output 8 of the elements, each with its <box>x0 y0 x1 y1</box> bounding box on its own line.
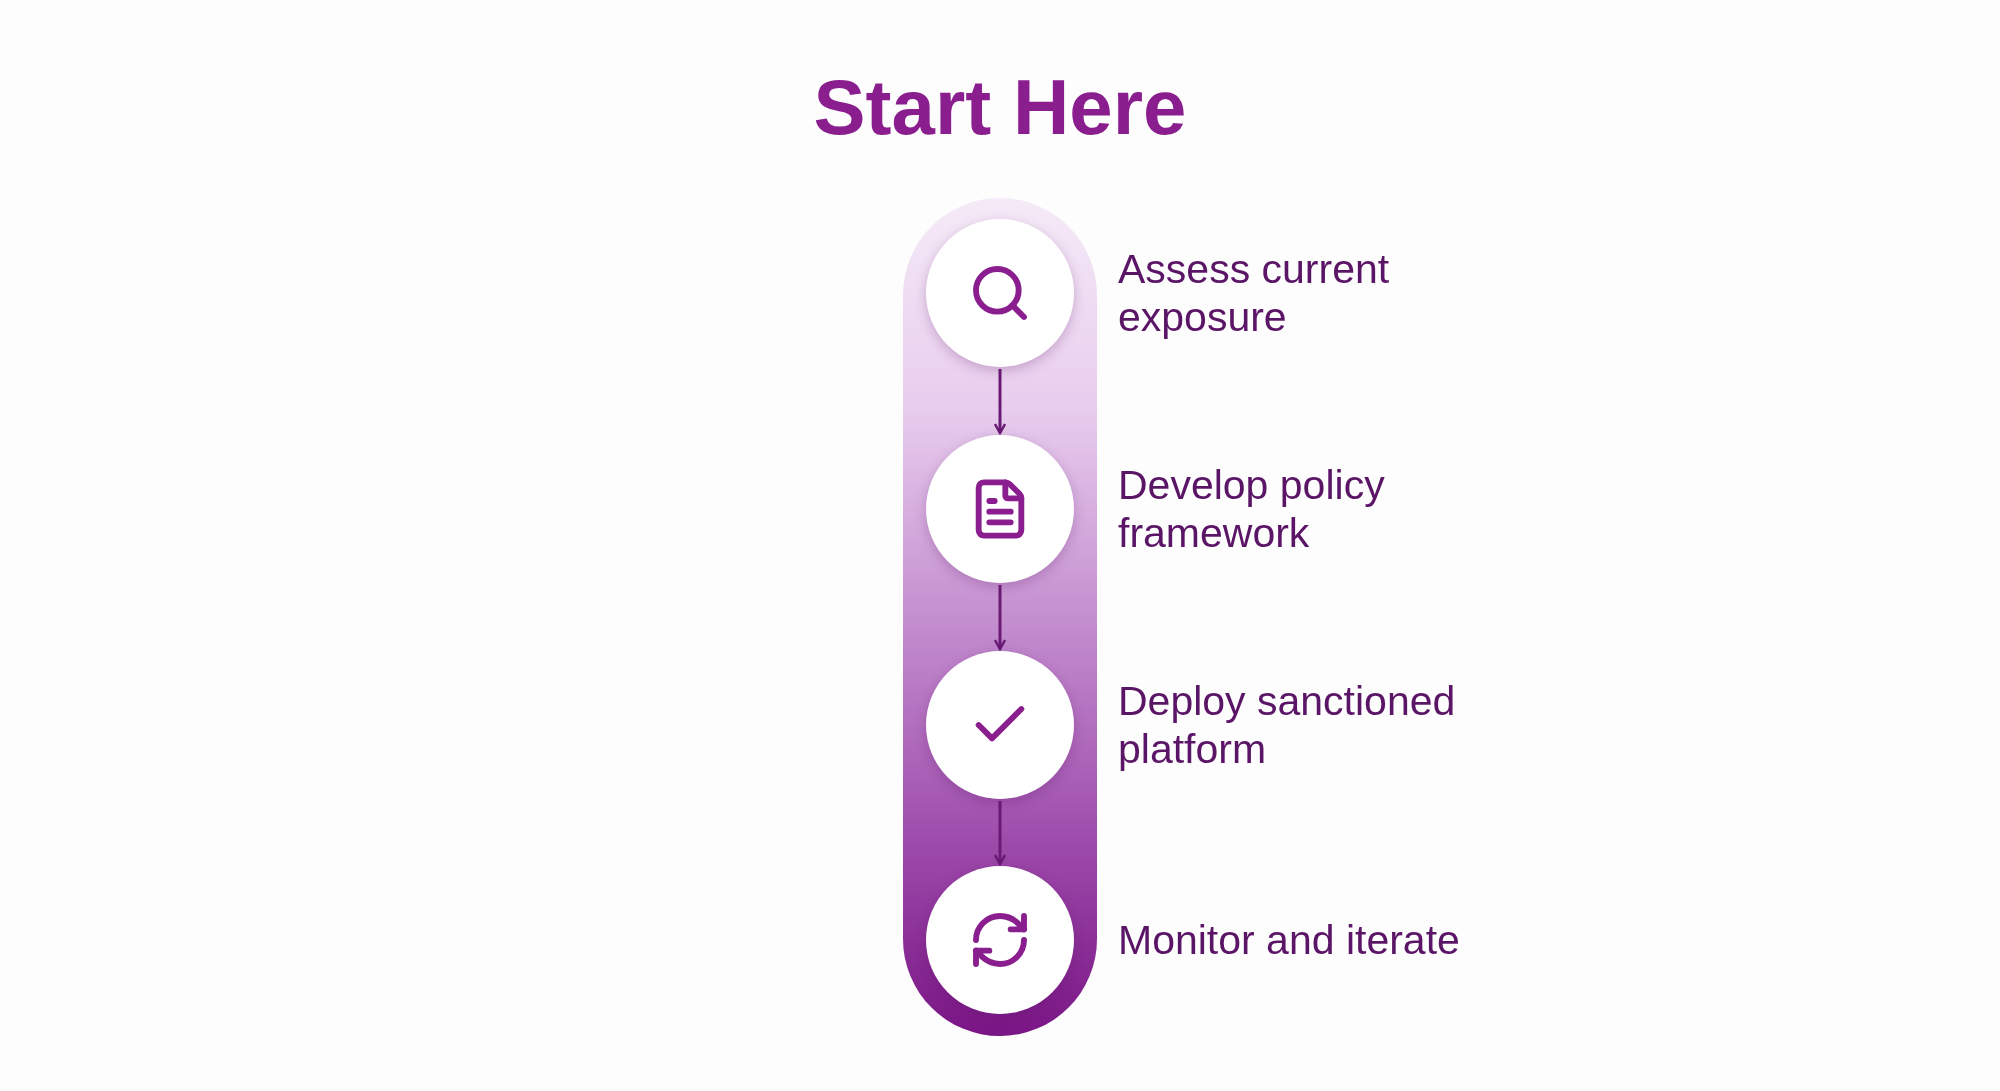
step-label: Deploy sanctioned platform <box>1118 676 1457 774</box>
arrow <box>993 369 1007 435</box>
title: Start Here <box>813 68 1187 146</box>
step-label: Monitor and iterate <box>1118 915 1461 965</box>
arrow <box>993 801 1007 866</box>
arrow <box>993 585 1007 651</box>
step-label: Develop policy framework <box>1118 460 1386 558</box>
step-label: Assess current exposure <box>1118 244 1391 342</box>
